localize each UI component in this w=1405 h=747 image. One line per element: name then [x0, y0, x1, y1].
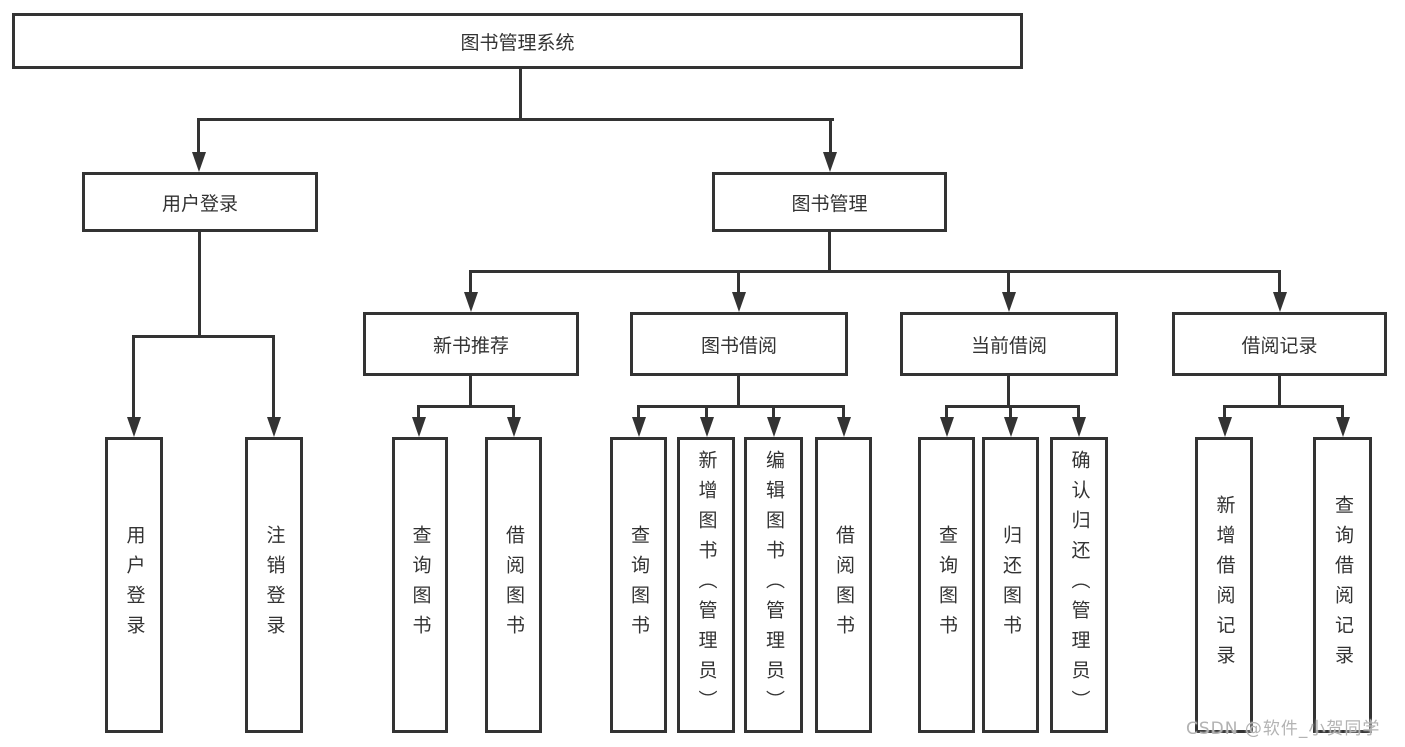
node-label: 查询图书: [628, 525, 650, 645]
arrowhead-down-icon: [1002, 292, 1016, 312]
connector-line: [198, 232, 201, 337]
arrowhead-down-icon: [464, 292, 478, 312]
connector-line: [772, 405, 775, 422]
node-borrow-record: 借阅记录: [1172, 312, 1387, 376]
node-label: 新增借阅记录: [1213, 495, 1236, 675]
connector-line: [1223, 405, 1226, 422]
leaf-confirm-return-admin: 确认归还（管理员）: [1050, 437, 1108, 733]
connector-line: [1077, 405, 1080, 422]
connector-line: [272, 335, 275, 419]
arrowhead-down-icon: [1072, 417, 1086, 437]
watermark-text: CSDN @软件_小贺同学: [1186, 719, 1381, 739]
leaf-borrow-books-recommend: 借阅图书: [485, 437, 542, 733]
node-label: 归还图书: [1000, 525, 1022, 645]
leaf-edit-books-admin: 编辑图书（管理员）: [744, 437, 803, 733]
leaf-logout: 注销登录: [245, 437, 303, 733]
connector-line: [132, 335, 135, 419]
connector-line: [737, 376, 740, 407]
node-label: 图书借阅: [700, 334, 777, 357]
node-label: 查询借阅记录: [1332, 495, 1354, 675]
node-book-borrow: 图书借阅: [630, 312, 848, 376]
connector-line: [132, 335, 274, 338]
node-label: 图书管理: [791, 192, 868, 215]
arrowhead-down-icon: [823, 152, 837, 172]
connector-line: [1341, 405, 1344, 422]
leaf-query-books-current: 查询图书: [918, 437, 975, 733]
connector-line: [1223, 405, 1344, 408]
node-label: 新书推荐: [432, 334, 509, 357]
connector-line: [469, 270, 1281, 273]
arrowhead-down-icon: [700, 417, 714, 437]
leaf-borrow-books: 借阅图书: [815, 437, 872, 733]
connector-line: [1278, 376, 1281, 407]
node-label: 新增图书（管理员）: [695, 450, 718, 720]
connector-line: [197, 118, 834, 121]
arrowhead-down-icon: [192, 152, 206, 172]
connector-line: [519, 69, 522, 120]
leaf-user-login: 用户登录: [105, 437, 163, 733]
leaf-query-books-recommend: 查询图书: [392, 437, 448, 733]
leaf-add-borrow-record: 新增借阅记录: [1195, 437, 1253, 733]
arrowhead-down-icon: [732, 292, 746, 312]
leaf-query-borrow-record: 查询借阅记录: [1313, 437, 1372, 733]
node-new-book-recommend: 新书推荐: [363, 312, 579, 376]
connector-line: [637, 405, 640, 422]
node-label: 借阅图书: [503, 525, 525, 645]
arrowhead-down-icon: [267, 417, 281, 437]
node-label: 借阅图书: [833, 525, 855, 645]
connector-line: [197, 118, 200, 156]
arrowhead-down-icon: [940, 417, 954, 437]
connector-line: [469, 270, 472, 296]
node-label: 确认归还（管理员）: [1068, 450, 1091, 720]
connector-line: [1007, 270, 1010, 296]
node-label: 查询图书: [936, 525, 958, 645]
leaf-add-books-admin: 新增图书（管理员）: [677, 437, 735, 733]
node-label: 图书管理系统: [460, 31, 575, 54]
arrowhead-down-icon: [1336, 417, 1350, 437]
connector-line: [469, 376, 472, 407]
connector-line: [828, 232, 831, 273]
connector-line: [945, 405, 1080, 408]
connector-line: [1009, 405, 1012, 422]
connector-line: [1007, 376, 1010, 407]
connector-line: [417, 405, 515, 408]
connector-line: [1278, 270, 1281, 296]
connector-line: [829, 118, 832, 156]
connector-line: [945, 405, 948, 422]
arrowhead-down-icon: [632, 417, 646, 437]
node-label: 查询图书: [409, 525, 432, 645]
arrowhead-down-icon: [767, 417, 781, 437]
node-current-borrow: 当前借阅: [900, 312, 1118, 376]
arrowhead-down-icon: [1273, 292, 1287, 312]
connector-line: [637, 405, 845, 408]
node-label: 当前借阅: [970, 334, 1047, 357]
leaf-return-books: 归还图书: [982, 437, 1039, 733]
node-label: 注销登录: [263, 525, 286, 645]
arrowhead-down-icon: [127, 417, 141, 437]
connector-line: [842, 405, 845, 422]
node-root: 图书管理系统: [12, 13, 1023, 69]
connector-line: [705, 405, 708, 422]
arrowhead-down-icon: [1218, 417, 1232, 437]
arrowhead-down-icon: [837, 417, 851, 437]
node-label: 编辑图书（管理员）: [763, 450, 785, 720]
arrowhead-down-icon: [1004, 417, 1018, 437]
arrowhead-down-icon: [412, 417, 426, 437]
node-label: 用户登录: [161, 192, 238, 215]
arrowhead-down-icon: [507, 417, 521, 437]
connector-line: [512, 405, 515, 422]
node-label: 用户登录: [123, 525, 146, 645]
connector-line: [737, 270, 740, 296]
node-book-management: 图书管理: [712, 172, 947, 232]
node-user-login: 用户登录: [82, 172, 318, 232]
connector-line: [417, 405, 420, 422]
leaf-query-books-borrow: 查询图书: [610, 437, 667, 733]
node-label: 借阅记录: [1241, 334, 1318, 357]
